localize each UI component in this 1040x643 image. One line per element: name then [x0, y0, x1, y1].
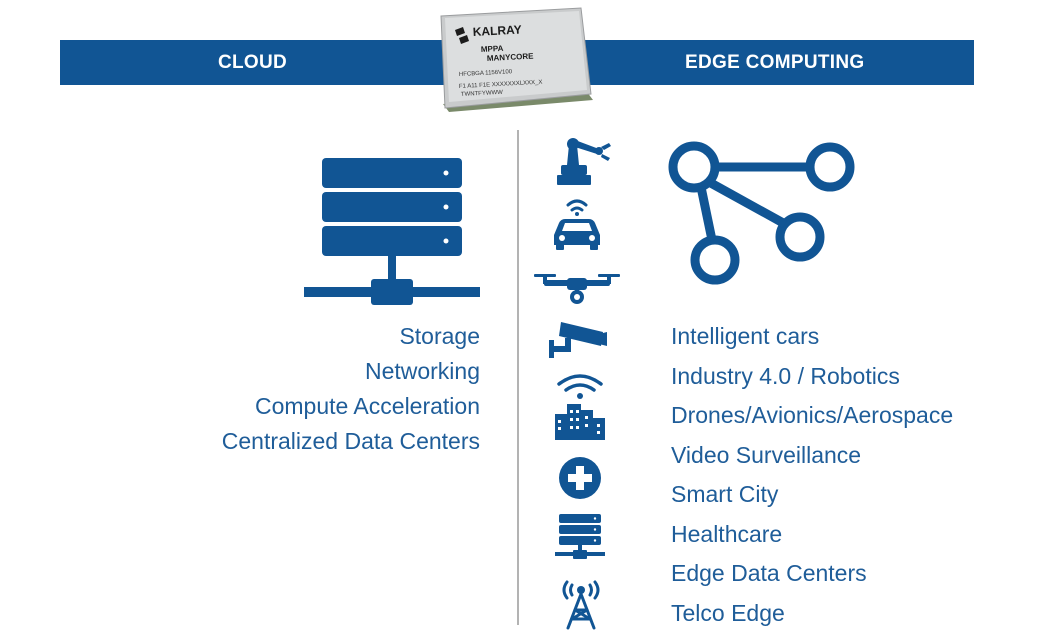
edge-computing-title: EDGE COMPUTING: [685, 52, 865, 73]
kalray-logo-icon: [455, 27, 469, 44]
list-item: Video Surveillance: [671, 441, 862, 468]
list-item: Drones/Avionics/Aerospace: [671, 402, 954, 428]
list-item: Telco Edge: [671, 599, 785, 626]
healthcare-cross-icon: [559, 457, 601, 499]
list-item: Intelligent cars: [671, 323, 820, 349]
network-graph-icon: [668, 141, 855, 285]
kalray-chip-image: KALRAY MPPA MANYCORE HFCBGA 1156V100 F1 …: [440, 7, 593, 112]
chip-brand: KALRAY: [472, 22, 522, 39]
surveillance-camera-icon: [549, 322, 607, 358]
robot-arm-icon: [557, 138, 611, 185]
telco-tower-icon: [562, 580, 600, 630]
chip-line2: MANYCORE: [487, 52, 535, 63]
list-item: Smart City: [671, 481, 779, 507]
chip-line1: MPPA: [481, 44, 504, 54]
vertical-divider: [517, 130, 519, 625]
chip-marking-2: F1 A11 F1E XXXXXXXLXXX_X: [459, 80, 543, 90]
list-item: Networking: [364, 358, 480, 384]
list-item: Centralized Data Centers: [221, 428, 480, 454]
list-item: Compute Acceleration: [254, 393, 480, 419]
connected-car-icon: [554, 199, 600, 250]
chip-marking-3: TWNTFYWWW: [461, 90, 504, 98]
list-item: Edge Data Centers: [671, 560, 867, 586]
edge-server-icon: [555, 514, 605, 559]
list-item: Industry 4.0 / Robotics: [671, 362, 900, 389]
chip-marking-1: HFCBGA 1156V100: [459, 69, 513, 78]
cloud-use-cases: Storage Networking Compute Acceleration …: [222, 321, 480, 461]
edge-use-cases: Intelligent cars Industry 4.0 / Robotics…: [671, 321, 953, 637]
cloud-title: CLOUD: [218, 52, 288, 73]
server-network-icon: [304, 158, 480, 305]
list-item: Healthcare: [671, 520, 783, 547]
drone-icon: [534, 274, 620, 304]
smart-city-icon: [555, 374, 605, 440]
list-item: Storage: [399, 323, 480, 349]
